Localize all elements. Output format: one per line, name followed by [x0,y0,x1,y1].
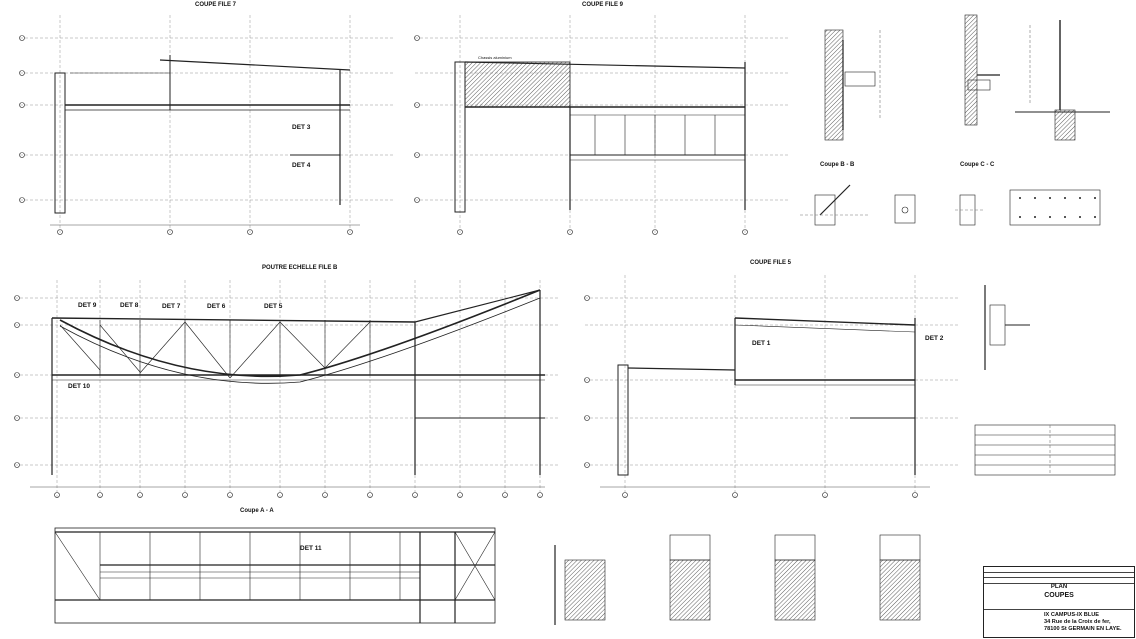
view-poutre-echelle [14,280,560,500]
view-coupe-a-a [54,527,496,624]
right-side-details [974,285,1116,476]
title-coupe-file-5: COUPE FILE 5 [750,260,792,266]
title-coupe-a-a: Coupe A - A [240,508,274,514]
title-block: PLAN COUPES IX CAMPUS-IX BLUE 34 Rue de … [983,566,1135,638]
note-chassis-aluminium: Chassis aluminium [478,55,512,60]
callout-det-6: DET 6 [207,303,226,310]
title-coupe-file-9: COUPE FILE 9 [582,2,624,8]
bottom-details [554,534,921,625]
callout-det-7: DET 7 [162,303,181,310]
callout-det-8: DET 8 [120,302,139,309]
callout-det-10: DET 10 [68,383,91,390]
title-block-plan: PLAN [1050,584,1068,590]
callout-det-9: DET 9 [78,302,97,309]
callout-det-5: DET 5 [264,303,283,310]
view-coupe-file-7 [19,15,395,235]
title-coupe-c-c: Coupe C - C [960,162,995,168]
top-right-details [800,14,1110,226]
callout-det-3: DET 3 [292,124,311,131]
callout-det-4: DET 4 [292,162,311,169]
callout-det-1: DET 1 [752,340,771,347]
title-coupe-file-7: COUPE FILE 7 [195,2,237,8]
callout-det-11: DET 11 [300,545,322,552]
view-coupe-file-9 [414,15,790,235]
view-coupe-file-5 [584,275,960,500]
callout-det-2: DET 2 [925,335,944,342]
title-poutre-echelle: POUTRE ECHELLE FILE B [262,265,338,271]
title-block-company: IX CAMPUS-IX BLUE [1044,612,1100,618]
title-block-title: COUPES [1044,592,1074,599]
title-block-address-2: 78100 St GERMAIN EN LAYE. [1044,626,1122,632]
title-block-address-1: 34 Rue de la Croix de fer, [1044,619,1111,625]
title-coupe-b-b: Coupe B - B [820,162,855,168]
